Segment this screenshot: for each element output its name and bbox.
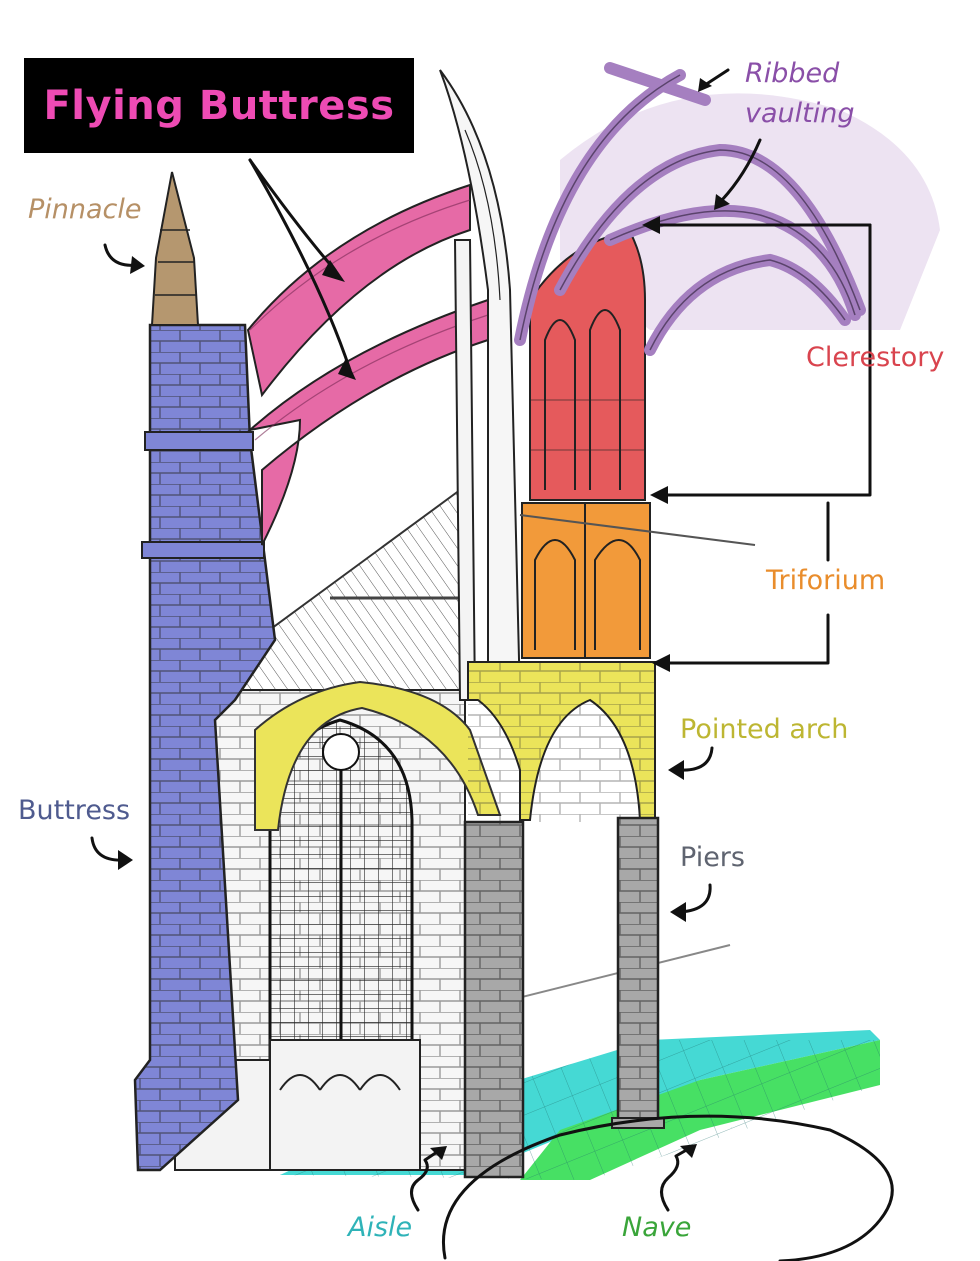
label-ribbed-vaulting-line2: vaulting bbox=[745, 98, 855, 129]
label-aisle: Aisle bbox=[348, 1212, 413, 1243]
label-clerestory: Clerestory bbox=[806, 342, 945, 373]
clerestory bbox=[529, 230, 646, 501]
label-ribbed-vaulting-line1: Ribbed bbox=[745, 58, 840, 89]
label-nave: Nave bbox=[622, 1212, 692, 1243]
label-piers: Piers bbox=[680, 842, 745, 873]
label-pointed-arch: Pointed arch bbox=[680, 714, 849, 745]
label-pinnacle: Pinnacle bbox=[28, 194, 142, 225]
label-buttress: Buttress bbox=[18, 795, 131, 826]
diagram-title: Flying Buttress bbox=[43, 82, 395, 129]
pinnacle bbox=[150, 171, 200, 326]
label-triforium: Triforium bbox=[766, 565, 886, 596]
flying-buttress-lower bbox=[246, 298, 489, 546]
annotation-arrows bbox=[90, 68, 894, 1261]
title-banner: Flying Buttress bbox=[24, 58, 414, 153]
